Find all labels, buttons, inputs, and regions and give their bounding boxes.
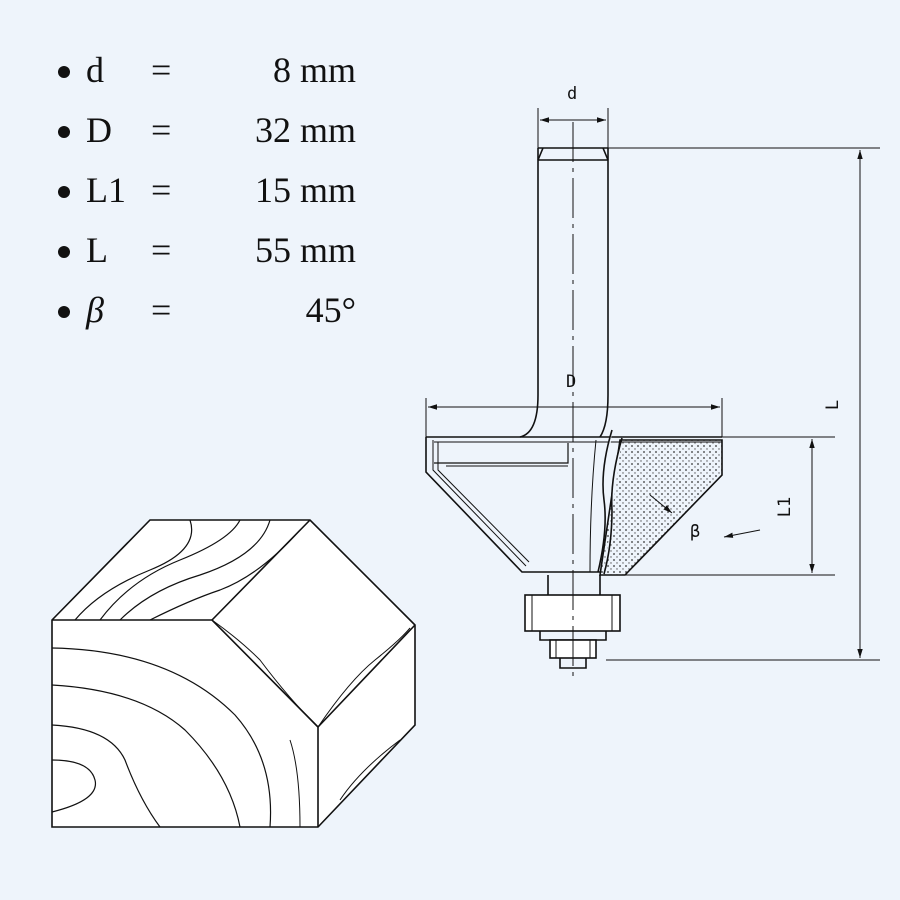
spec-equals: = — [151, 290, 172, 330]
spec-value: 15 mm — [254, 170, 356, 210]
spec-value: 55 mm — [254, 230, 356, 270]
bullet — [58, 246, 70, 258]
beta-pointer-1 — [649, 494, 673, 514]
spec-equals: = — [151, 230, 172, 270]
dimension-lines — [425, 108, 880, 661]
left-cutter — [425, 437, 600, 573]
bullet — [58, 66, 70, 78]
label-d: d — [567, 84, 578, 104]
label-beta: β — [690, 522, 701, 542]
neck — [547, 575, 601, 595]
router-bit — [425, 147, 723, 669]
left-cutter-inner — [432, 440, 527, 567]
shank — [519, 148, 609, 438]
spec-row-d: d = 8 mm — [58, 48, 398, 108]
spec-list: d = 8 mm D = 32 mm L1 = 15 mm L = 55 mm … — [58, 48, 398, 348]
spec-row-D: D = 32 mm — [58, 108, 398, 168]
flute — [597, 429, 623, 575]
label-L1: L1 — [775, 496, 796, 518]
beta-pointer-2 — [723, 529, 761, 538]
spec-symbol: D — [86, 110, 112, 150]
label-D: D — [566, 372, 577, 392]
spec-equals: = — [151, 170, 172, 210]
spec-equals: = — [151, 50, 172, 90]
spec-symbol: L — [86, 230, 108, 270]
bullet — [58, 306, 70, 318]
spec-symbol: L1 — [86, 170, 126, 210]
spec-row-L: L = 55 mm — [58, 228, 398, 288]
spec-row-L1: L1 = 15 mm — [58, 168, 398, 228]
spec-symbol: β — [86, 290, 104, 330]
spec-value: 8 mm — [272, 50, 356, 90]
right-cutter — [599, 439, 723, 576]
spec-row-beta: β = 45° — [58, 288, 398, 348]
spec-symbol: d — [86, 50, 104, 90]
bullet — [58, 186, 70, 198]
bullet — [58, 126, 70, 138]
wood-block — [51, 519, 416, 828]
label-L: L — [823, 399, 844, 411]
block-outline — [51, 519, 416, 828]
spec-value: 45° — [305, 290, 356, 330]
spec-value: 32 mm — [254, 110, 356, 150]
block-front-edge — [52, 619, 319, 827]
spec-equals: = — [151, 110, 172, 150]
